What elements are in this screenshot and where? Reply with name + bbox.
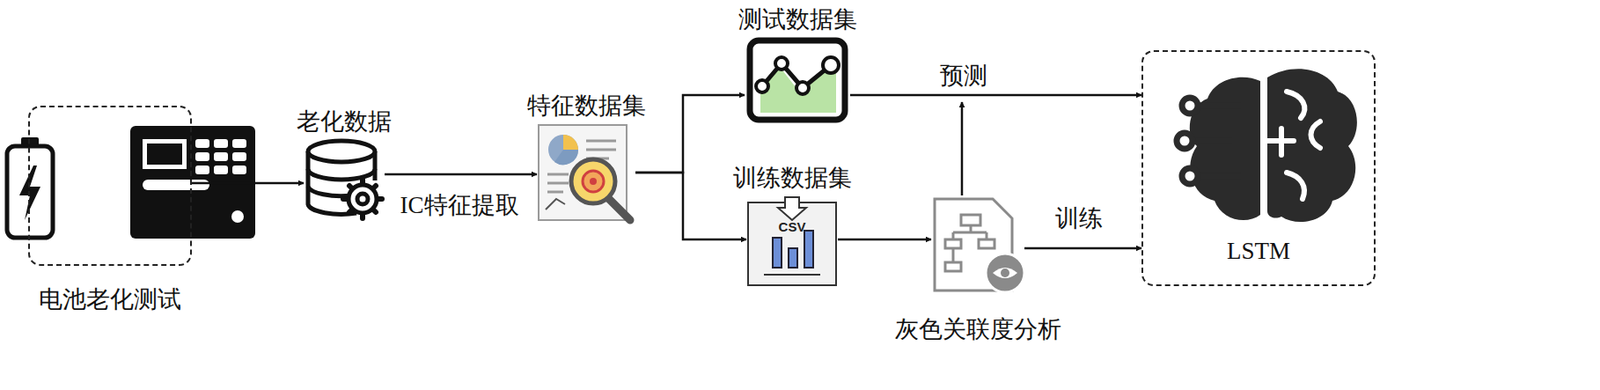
- node-label: 测试数据集: [738, 5, 858, 34]
- flow-arrow: [961, 102, 964, 196]
- feature-dataset: 特征数据集: [536, 123, 636, 224]
- node-label: 老化数据: [296, 107, 392, 136]
- chart-icon: [749, 40, 845, 120]
- analysis-icon: [934, 198, 1025, 293]
- aging-data: 老化数据: [303, 139, 385, 221]
- node-label: 电池老化测试: [38, 285, 182, 314]
- flow-arrow: [850, 94, 1142, 97]
- flow-arrow: [837, 238, 932, 242]
- flow-arrow: [384, 173, 537, 177]
- flow-arrow: [635, 95, 745, 173]
- flow-arrow: [1024, 247, 1142, 250]
- flow-arrow: [191, 182, 304, 185]
- edge-label: 预测: [937, 61, 991, 90]
- node-label: 特征数据集: [527, 91, 646, 120]
- test-dataset: 测试数据集: [744, 36, 851, 124]
- node-label: 灰色关联度分析: [895, 315, 1062, 344]
- analysis-box: 灰色关联度分析: [931, 195, 1025, 294]
- train-dataset: 训练数据集: [746, 195, 838, 289]
- edge-label: IC特征提取: [397, 190, 522, 220]
- csv-icon: [748, 197, 837, 286]
- node-label: LSTM: [1226, 236, 1291, 265]
- node-label: 训练数据集: [733, 163, 852, 192]
- battery-icon: [7, 137, 53, 238]
- icon-text: CSV: [778, 219, 807, 235]
- database-icon: [308, 140, 382, 219]
- document-icon: [538, 124, 631, 221]
- edge-label: 训练: [1052, 204, 1106, 233]
- test-group: 电池老化测试: [28, 105, 192, 266]
- flow-arrow: [635, 172, 747, 240]
- brain-icon: [1176, 68, 1358, 222]
- model-box: LSTM: [1141, 50, 1376, 287]
